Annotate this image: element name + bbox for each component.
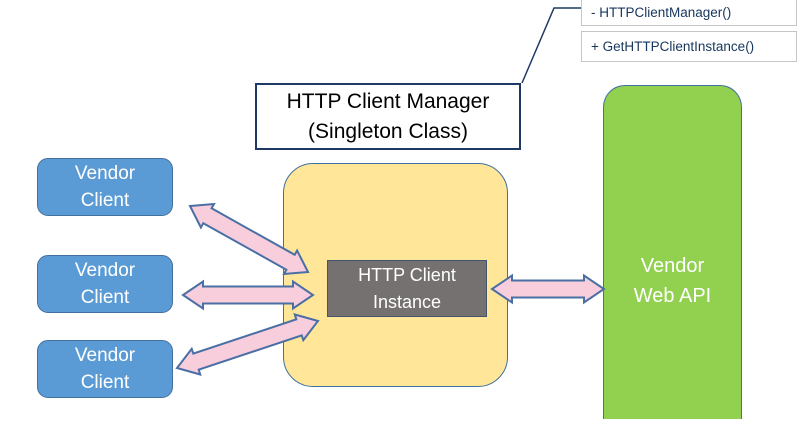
instance-line1: HTTP Client xyxy=(358,264,456,285)
http-client-instance: HTTP Client Instance xyxy=(327,260,487,317)
instance-line2: Instance xyxy=(372,291,442,312)
class-member-getinstance: + GetHTTPClientInstance() xyxy=(581,31,797,62)
http-client-manager-box: HTTP Client Manager (Singleton Class) xyxy=(255,83,521,150)
manager-title-line2: (Singleton Class) xyxy=(308,119,468,143)
web-api-line1: Vendor xyxy=(640,254,705,277)
vendor-client-1-line1: Vendor xyxy=(74,163,136,184)
arrow-instance-webapi xyxy=(490,273,606,305)
vendor-client-3-line1: Vendor xyxy=(74,345,136,366)
vendor-client-1: Vendor Client xyxy=(37,158,173,216)
vendor-client-2-line1: Vendor xyxy=(74,260,136,281)
vendor-client-2: Vendor Client xyxy=(37,255,173,313)
vendor-client-2-line2: Client xyxy=(80,287,130,308)
class-member-getinstance-label: + GetHTTPClientInstance() xyxy=(591,39,755,54)
connector-manager-members xyxy=(521,7,581,84)
manager-title-line1: HTTP Client Manager xyxy=(286,89,490,113)
vendor-web-api: Vendor Web API xyxy=(603,85,742,419)
vendor-client-3-line2: Client xyxy=(80,372,130,393)
vendor-client-1-line2: Client xyxy=(80,190,130,211)
class-member-constructor-label: - HTTPClientManager() xyxy=(591,5,732,20)
web-api-line2: Web API xyxy=(633,284,712,307)
class-member-constructor: - HTTPClientManager() xyxy=(581,0,797,26)
vendor-client-3: Vendor Client xyxy=(37,340,173,398)
